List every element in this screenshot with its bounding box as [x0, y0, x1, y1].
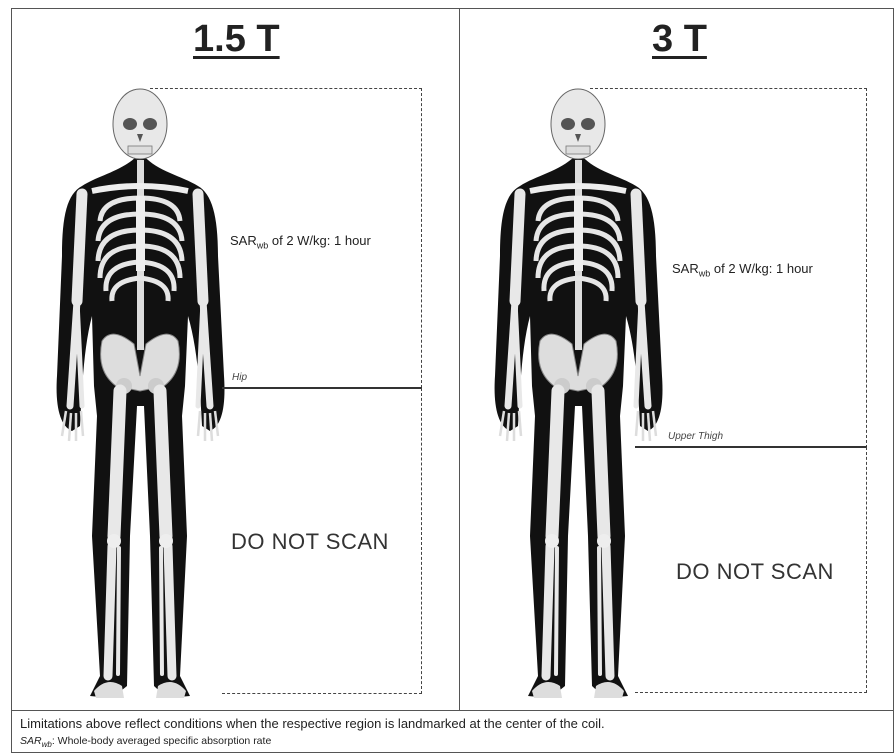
- abbreviation-note: SARwb: Whole-body averaged specific abso…: [20, 735, 271, 749]
- sar-limit-label-1-5t: SARwb of 2 W/kg: 1 hour: [230, 233, 371, 251]
- footer-note: Limitations above reflect conditions whe…: [20, 716, 605, 731]
- panel-title-1-5t: 1.5 T: [193, 18, 280, 61]
- sar-limit-label-3t: SARwb of 2 W/kg: 1 hour: [672, 261, 813, 279]
- do-not-scan-label-1-5t: DO NOT SCAN: [231, 529, 389, 555]
- do-not-scan-label-3t: DO NOT SCAN: [676, 559, 834, 585]
- landmark-label-upper-thigh: Upper Thigh: [668, 431, 723, 442]
- panel-title-3t: 3 T: [652, 18, 707, 61]
- footer-divider: [11, 710, 894, 711]
- landmark-label-hip: Hip: [232, 372, 247, 383]
- panel-divider: [459, 8, 460, 711]
